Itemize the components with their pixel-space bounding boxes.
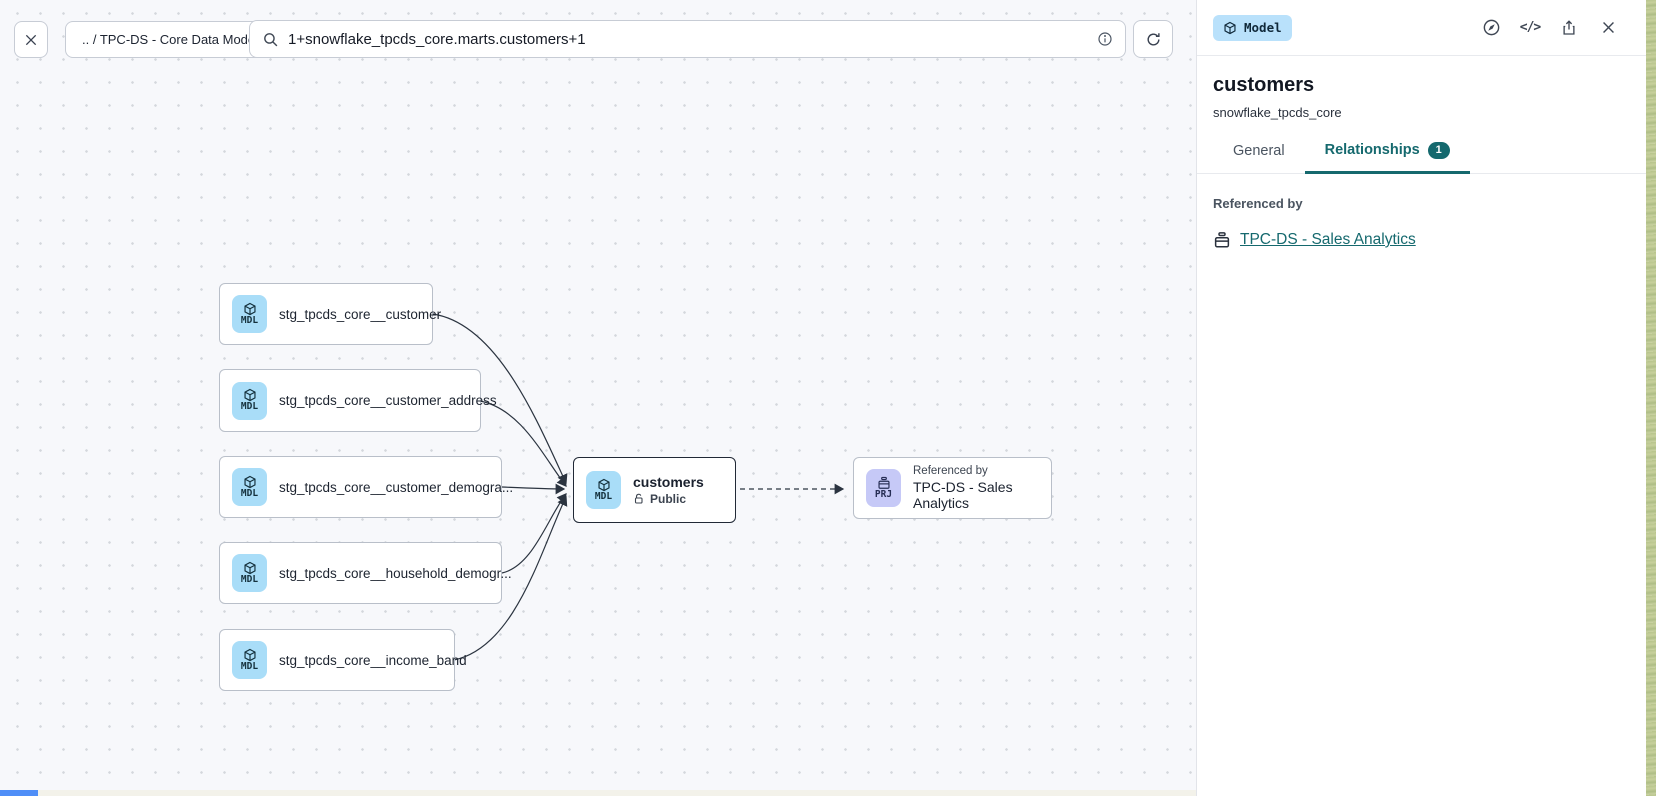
view-code-button[interactable]: </> bbox=[1518, 16, 1542, 40]
project-icon bbox=[1213, 231, 1231, 249]
share-icon bbox=[1560, 19, 1578, 37]
project-icon bbox=[877, 476, 891, 490]
lineage-canvas[interactable]: MDL stg_tpcds_core__customer MDL stg_tpc… bbox=[0, 0, 1196, 796]
cube-icon bbox=[1223, 21, 1237, 35]
code-icon: </> bbox=[1519, 20, 1542, 35]
referenced-by-row: TPC-DS - Sales Analytics bbox=[1213, 231, 1630, 249]
model-type-badge: MDL bbox=[232, 381, 267, 420]
search-input[interactable] bbox=[288, 30, 1088, 48]
schema-subtitle: snowflake_tpcds_core bbox=[1213, 105, 1342, 120]
refresh-icon bbox=[1145, 31, 1162, 48]
node-label: TPC-DS - Sales Analytics bbox=[913, 479, 1013, 511]
node-title: customers bbox=[633, 474, 704, 490]
tab-relationships[interactable]: Relationships 1 bbox=[1304, 141, 1471, 175]
refresh-lineage-button[interactable] bbox=[1133, 20, 1173, 58]
node-stg-tpcds-core-customer-demographics[interactable]: MDL stg_tpcds_core__customer_demogra... bbox=[219, 456, 513, 518]
node-label: stg_tpcds_core__household_demogr... bbox=[279, 565, 512, 581]
model-type-badge: MDL bbox=[232, 468, 267, 506]
model-type-badge: MDL bbox=[232, 554, 267, 592]
node-label: stg_tpcds_core__customer_demogra... bbox=[279, 479, 514, 495]
relationships-count-badge: 1 bbox=[1427, 141, 1450, 159]
node-stg-tpcds-core-customer-address[interactable]: MDL stg_tpcds_core__customer_address bbox=[219, 369, 497, 432]
node-stg-tpcds-core-customer[interactable]: MDL stg_tpcds_core__customer bbox=[219, 283, 441, 345]
node-label: stg_tpcds_core__customer_address bbox=[279, 393, 497, 408]
referenced-by-label: Referenced by bbox=[1213, 196, 1303, 211]
model-type-badge: MDL bbox=[586, 471, 621, 509]
cube-icon bbox=[243, 388, 257, 402]
node-stg-tpcds-core-household-demographics[interactable]: MDL stg_tpcds_core__household_demogr... bbox=[219, 542, 512, 604]
node-stg-tpcds-core-income-band[interactable]: MDL stg_tpcds_core__income_band bbox=[219, 629, 467, 691]
project-type-badge: PRJ bbox=[866, 469, 901, 507]
resource-type-chip: Model bbox=[1213, 14, 1292, 41]
cube-icon bbox=[243, 475, 257, 489]
page-title: customers bbox=[1213, 74, 1315, 96]
explore-lineage-button[interactable] bbox=[1479, 16, 1503, 40]
lineage-edges bbox=[432, 313, 845, 661]
cube-icon bbox=[243, 302, 257, 316]
node-label: stg_tpcds_core__customer bbox=[279, 306, 442, 322]
details-panel: Model </> bbox=[1196, 0, 1646, 796]
lock-open-icon bbox=[633, 493, 645, 505]
panel-tabs: General Relationships 1 bbox=[1197, 134, 1646, 175]
close-icon bbox=[23, 32, 39, 48]
close-icon bbox=[1600, 19, 1617, 36]
info-icon[interactable] bbox=[1097, 31, 1113, 47]
bottom-edge-strip bbox=[0, 790, 1196, 796]
model-type-badge: MDL bbox=[232, 641, 267, 679]
referenced-project-link[interactable]: TPC-DS - Sales Analytics bbox=[1240, 231, 1416, 248]
desktop-wallpaper-strip bbox=[1646, 0, 1656, 796]
node-label: stg_tpcds_core__income_band bbox=[279, 652, 467, 668]
lineage-search-box bbox=[249, 20, 1126, 58]
panel-title-block: customers snowflake_tpcds_core bbox=[1197, 56, 1646, 134]
node-visibility: Public bbox=[633, 492, 704, 506]
panel-actions: </> bbox=[1479, 16, 1620, 40]
bottom-accent-square bbox=[0, 790, 38, 796]
breadcrumb[interactable]: .. / TPC-DS - Core Data Models bbox=[65, 21, 282, 58]
node-referenced-by-project[interactable]: PRJ Referenced by TPC-DS - Sales Analyti… bbox=[853, 457, 1052, 519]
node-customers-selected[interactable]: MDL customers Public bbox=[573, 457, 736, 523]
compass-icon bbox=[1482, 18, 1501, 37]
close-lineage-button[interactable] bbox=[14, 21, 48, 58]
search-icon bbox=[262, 31, 279, 48]
tab-general[interactable]: General bbox=[1233, 143, 1285, 159]
model-type-badge: MDL bbox=[232, 295, 267, 333]
cube-icon bbox=[597, 478, 611, 492]
panel-header: Model </> bbox=[1197, 0, 1646, 56]
node-overline: Referenced by bbox=[913, 465, 988, 477]
relationships-section: Referenced by TPC-DS - Sales Analytics bbox=[1197, 174, 1646, 271]
cube-icon bbox=[243, 648, 257, 662]
cube-icon bbox=[243, 561, 257, 575]
close-panel-button[interactable] bbox=[1596, 16, 1620, 40]
share-button[interactable] bbox=[1557, 16, 1581, 40]
